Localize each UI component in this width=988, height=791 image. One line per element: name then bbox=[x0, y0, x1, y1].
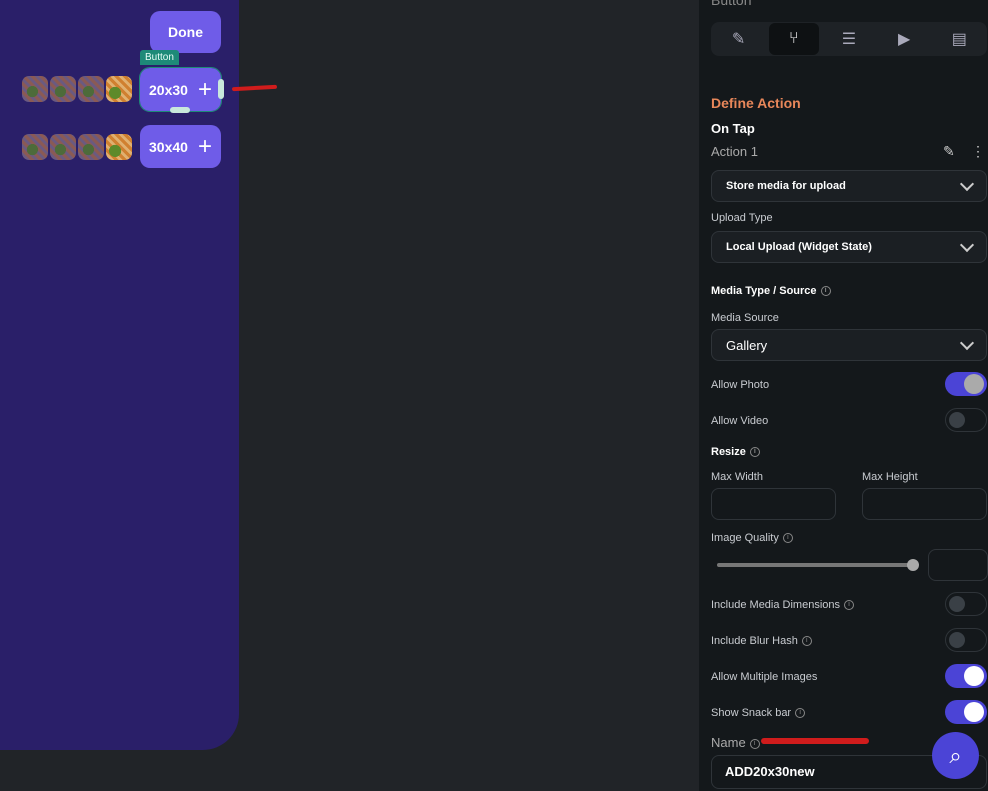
chevron-down-icon bbox=[959, 335, 975, 350]
image-quality-slider[interactable] bbox=[717, 563, 913, 567]
info-icon[interactable]: i bbox=[801, 636, 812, 647]
info-icon[interactable]: i bbox=[795, 708, 806, 719]
resize-handle-bottom[interactable] bbox=[170, 107, 190, 113]
resize-handle-right[interactable] bbox=[218, 79, 224, 99]
upload-type-label: Upload Type bbox=[711, 212, 773, 224]
info-icon[interactable]: i bbox=[782, 533, 793, 544]
label-text: Name bbox=[711, 735, 746, 750]
label-text: Image Quality bbox=[711, 532, 779, 544]
selected-widget-tag: Button bbox=[140, 50, 179, 65]
label-text: Include Media Dimensions bbox=[711, 599, 841, 611]
phone-canvas bbox=[0, 0, 239, 750]
allow-photo-label: Allow Photo bbox=[711, 379, 770, 391]
info-icon[interactable]: i bbox=[749, 447, 760, 458]
panel-tabs: ✎ ⑂ ☰ ▶ ▤ bbox=[711, 22, 987, 56]
actions-icon: ⑂ bbox=[788, 30, 799, 47]
slider-thumb[interactable] bbox=[907, 559, 919, 571]
max-width-input[interactable] bbox=[711, 488, 836, 520]
backend-query-icon: ☰ bbox=[841, 31, 857, 48]
tab-backend-query[interactable]: ☰ bbox=[824, 23, 874, 55]
add-doc-icon: ▤ bbox=[951, 31, 967, 48]
define-action-heading: Define Action bbox=[711, 95, 801, 111]
tab-docs[interactable]: ▤ bbox=[934, 23, 984, 55]
search-help-icon[interactable]: ⌕ bbox=[932, 732, 979, 779]
allow-video-toggle[interactable] bbox=[945, 408, 987, 432]
tab-properties[interactable]: ✎ bbox=[714, 23, 764, 55]
edit-icon[interactable]: ✎ bbox=[943, 143, 955, 159]
max-height-input[interactable] bbox=[862, 488, 987, 520]
include-dims-toggle[interactable] bbox=[945, 592, 987, 616]
show-snackbar-toggle[interactable] bbox=[945, 700, 987, 724]
label-text: Include Blur Hash bbox=[711, 635, 798, 647]
allow-multiple-toggle[interactable] bbox=[945, 664, 987, 688]
dropdown-value: Store media for upload bbox=[726, 180, 846, 192]
max-width-label: Max Width bbox=[711, 471, 763, 483]
widget-name: Button bbox=[711, 0, 752, 8]
allow-video-label: Allow Video bbox=[711, 415, 769, 427]
media-source-label: Media Source bbox=[711, 312, 779, 324]
plus-icon: + bbox=[197, 75, 212, 103]
allow-photo-toggle[interactable] bbox=[945, 372, 987, 396]
action-type-dropdown[interactable]: Store media for upload bbox=[711, 170, 987, 202]
chevron-down-icon bbox=[959, 237, 975, 252]
image-thumbnails bbox=[22, 134, 132, 160]
info-icon[interactable]: i bbox=[820, 286, 831, 297]
properties-panel: Button ✎ ⑂ ☰ ▶ ▤ Define Action On Tap Ac… bbox=[699, 0, 988, 791]
tab-preview[interactable]: ▶ bbox=[879, 23, 929, 55]
button-label: 30x40 bbox=[149, 138, 188, 155]
upload-type-dropdown[interactable]: Local Upload (Widget State) bbox=[711, 231, 987, 263]
image-thumbnails bbox=[22, 76, 132, 102]
name-input[interactable]: ADD20x30new bbox=[711, 755, 987, 789]
plus-icon: + bbox=[197, 132, 212, 160]
dropdown-value: Gallery bbox=[726, 337, 768, 353]
done-button[interactable]: Done bbox=[150, 11, 221, 53]
info-icon[interactable]: i bbox=[749, 738, 760, 749]
chevron-down-icon bbox=[959, 176, 975, 191]
include-blur-toggle[interactable] bbox=[945, 628, 987, 652]
max-height-label: Max Height bbox=[862, 471, 918, 483]
trigger-label: On Tap bbox=[711, 121, 755, 136]
dropdown-value: Local Upload (Widget State) bbox=[726, 241, 872, 253]
media-source-dropdown[interactable]: Gallery bbox=[711, 329, 987, 361]
allow-multiple-label: Allow Multiple Images bbox=[711, 671, 818, 683]
label-text: Show Snack bar bbox=[711, 707, 792, 719]
more-icon[interactable]: ⋮ bbox=[971, 143, 985, 159]
play-icon: ▶ bbox=[898, 31, 911, 48]
button-label: 20x30 bbox=[149, 81, 188, 98]
action-name: Action 1 bbox=[711, 144, 758, 159]
label-text: Media Type / Source bbox=[711, 285, 817, 297]
info-icon[interactable]: i bbox=[844, 600, 855, 611]
red-annotation-mark bbox=[761, 738, 869, 744]
label-text: Resize bbox=[711, 446, 746, 458]
image-quality-input[interactable] bbox=[928, 549, 988, 581]
properties-icon: ✎ bbox=[731, 31, 746, 48]
add-20x30-button[interactable]: 20x30 + bbox=[139, 67, 222, 112]
tab-actions[interactable]: ⑂ bbox=[768, 23, 819, 55]
add-30x40-button[interactable]: 30x40 + bbox=[140, 125, 221, 168]
